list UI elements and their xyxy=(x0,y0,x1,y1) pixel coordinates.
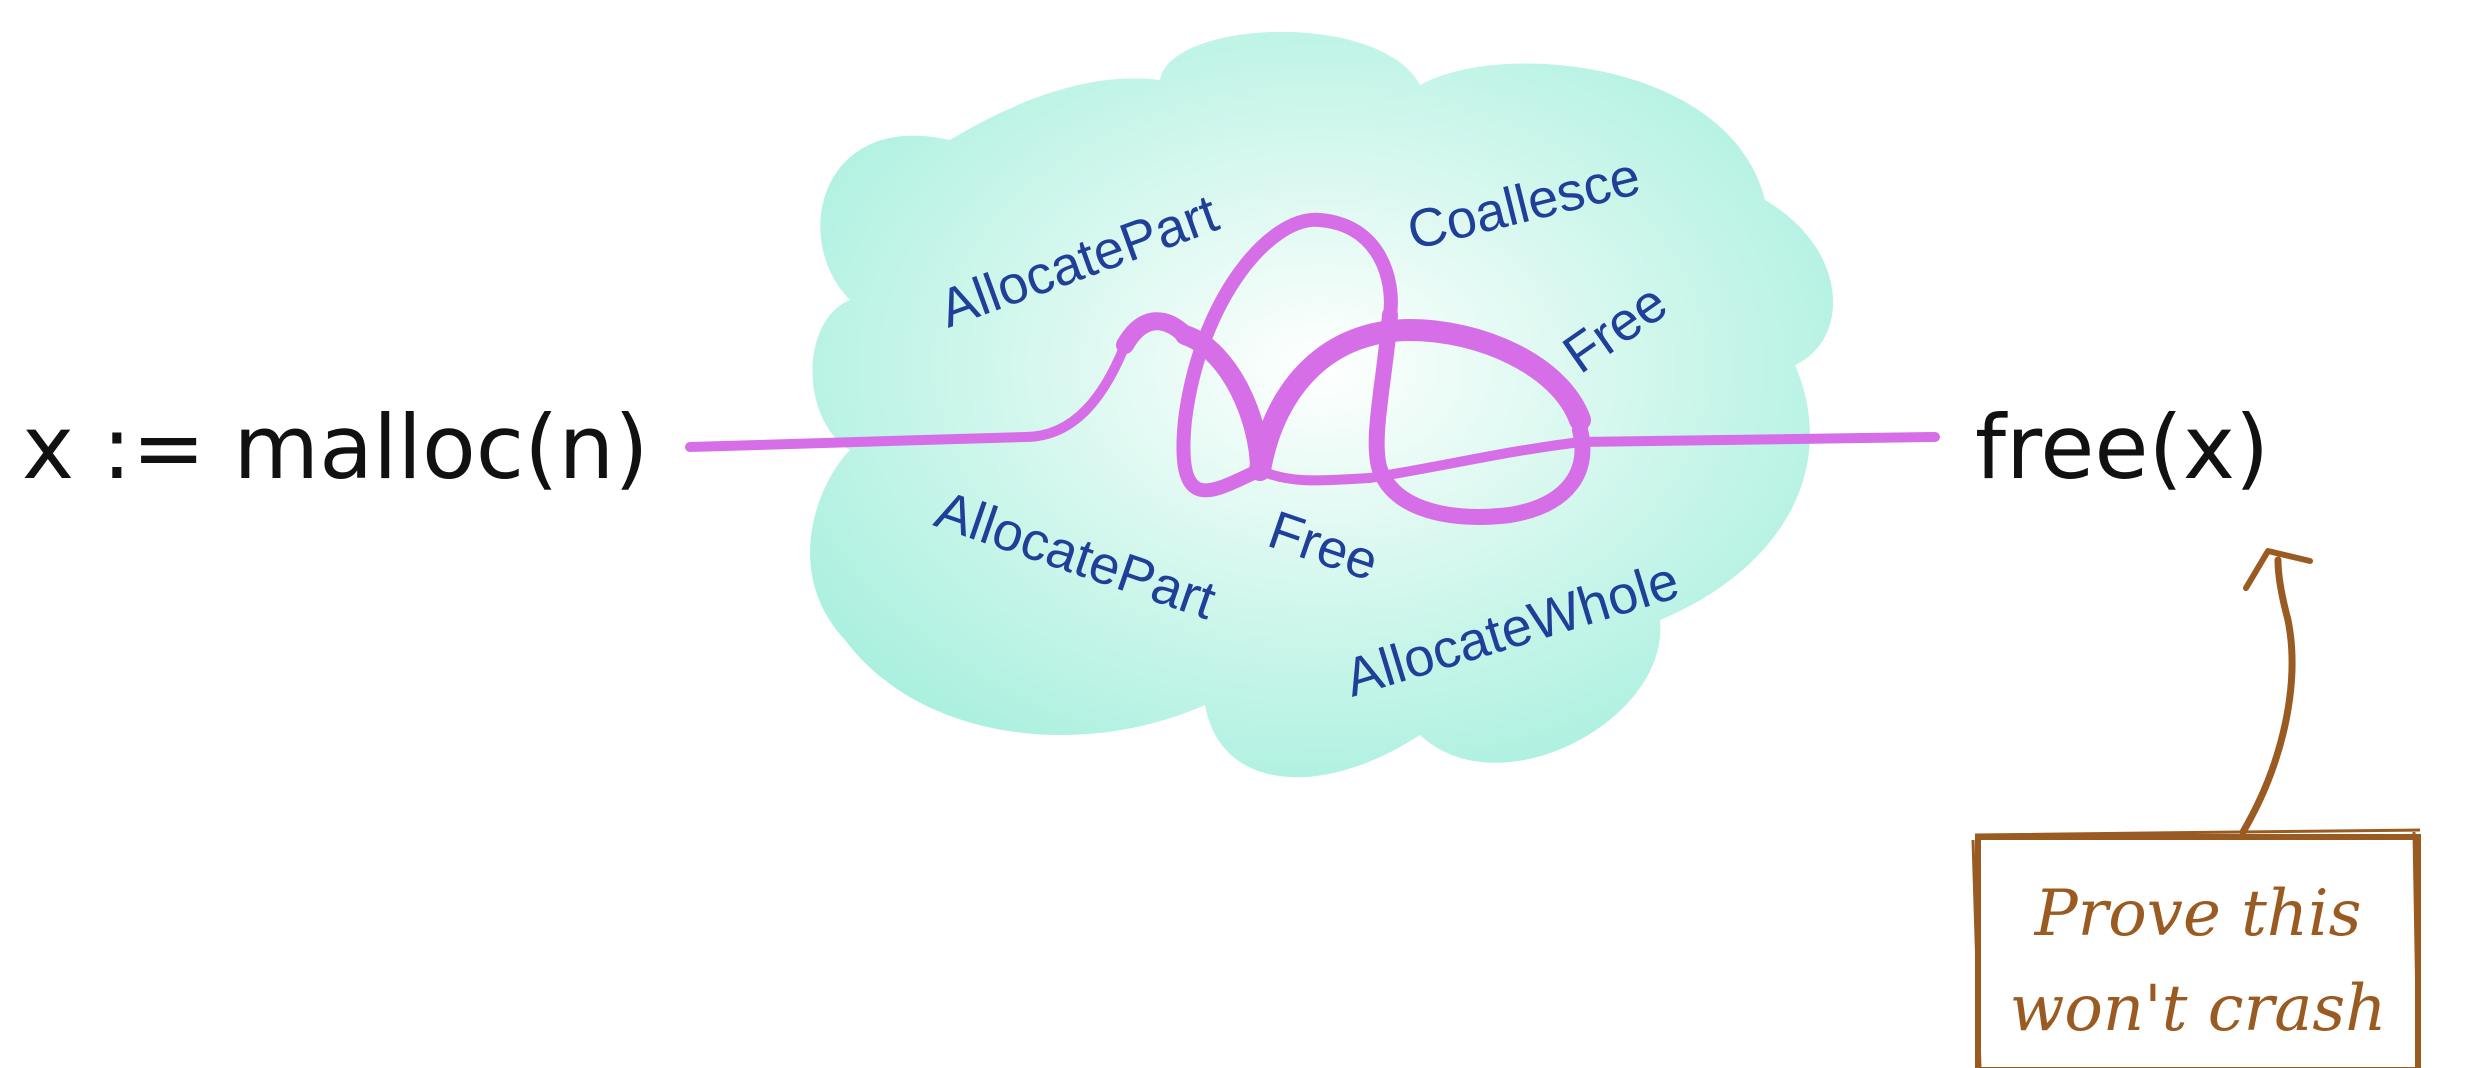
cloud-shape xyxy=(810,32,1833,777)
note-box: Prove this won't crash xyxy=(1973,830,2420,1068)
note-line-2: won't crash xyxy=(2010,972,2387,1046)
annotation-arrow xyxy=(2243,551,2310,832)
free-call-label: free(x) xyxy=(1975,396,2269,499)
malloc-call-label: x := malloc(n) xyxy=(22,396,649,499)
note-line-1: Prove this xyxy=(2034,877,2362,951)
